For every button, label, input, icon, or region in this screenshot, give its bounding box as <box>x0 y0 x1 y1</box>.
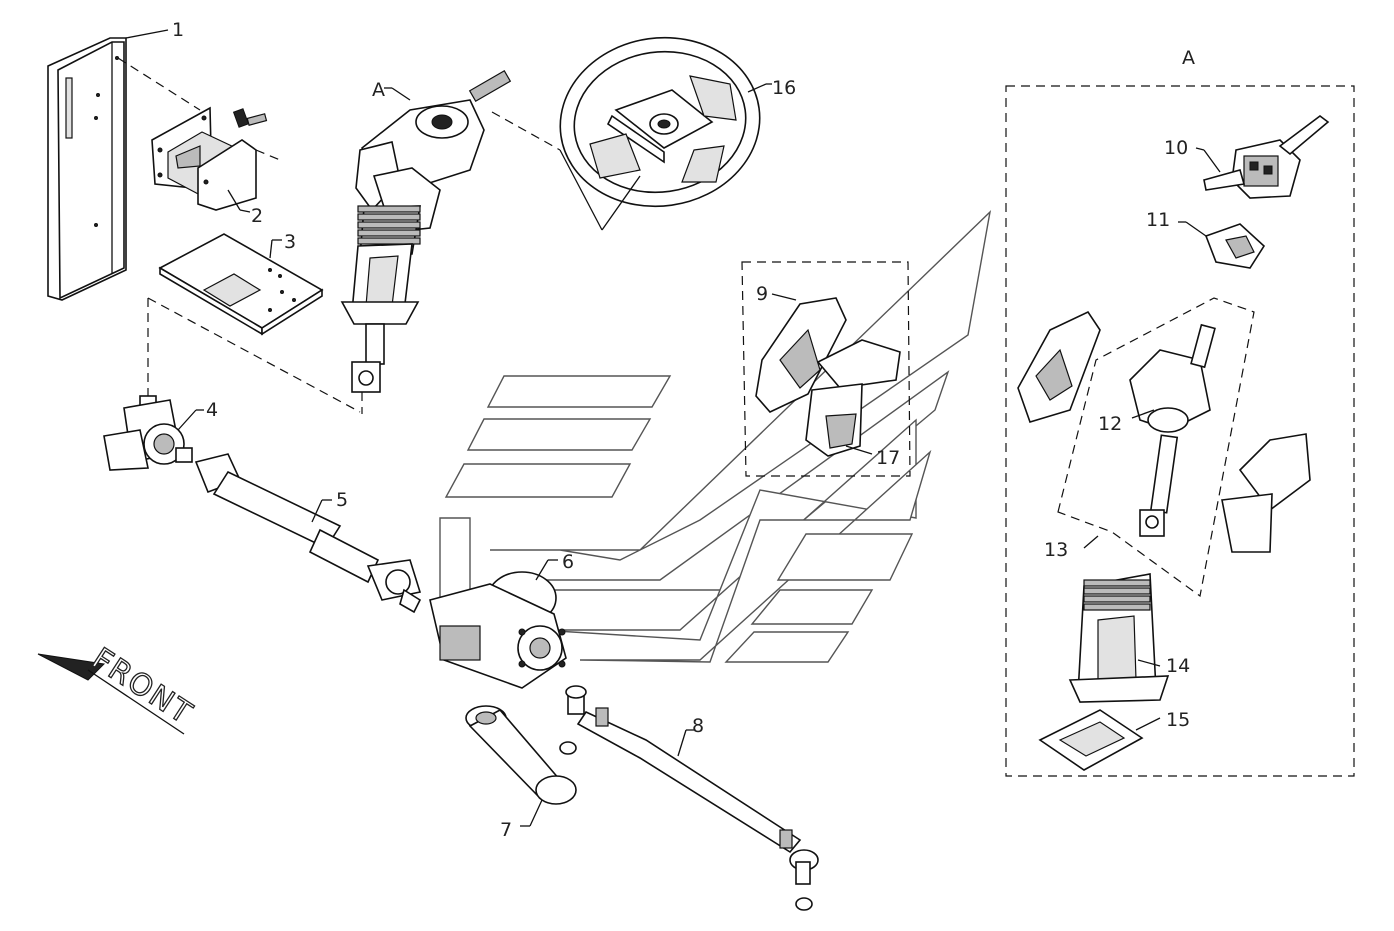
steering-column-a <box>340 69 561 414</box>
label-17: 17 <box>876 447 900 469</box>
label-2: 2 <box>251 205 263 227</box>
part-7-pitman-arm <box>465 705 577 827</box>
detail-a-lower-shroud <box>1221 433 1311 553</box>
label-12: 12 <box>1098 413 1122 435</box>
label-8: 8 <box>692 715 704 737</box>
part-15-gasket <box>1038 709 1161 771</box>
label-10: 10 <box>1164 137 1188 159</box>
label-6: 6 <box>562 551 574 573</box>
label-7: 7 <box>500 819 512 841</box>
part-8-drag-link <box>559 685 819 911</box>
part-12-13-column-assembly <box>1057 297 1255 598</box>
front-label: FRONT <box>86 641 199 732</box>
part-14-boot <box>1068 573 1170 703</box>
front-arrow <box>37 653 185 735</box>
part-6-gear-box <box>429 559 567 689</box>
part-11-switch-bracket <box>1178 221 1266 269</box>
label-15: 15 <box>1166 709 1190 731</box>
part-1-panel <box>47 29 201 301</box>
label-1: 1 <box>172 19 184 41</box>
detail-a-frame <box>1005 85 1355 777</box>
label-14: 14 <box>1166 655 1190 677</box>
part-16-steering-wheel <box>559 36 772 231</box>
label-5: 5 <box>336 489 348 511</box>
label-detail-ref-a: A <box>372 79 385 101</box>
part-10-combination-switch <box>1195 115 1330 199</box>
watermark-logo <box>439 209 992 663</box>
part-4-gear-block <box>103 395 204 471</box>
label-4: 4 <box>206 399 218 421</box>
detail-a-upper-shroud <box>1017 310 1101 423</box>
detail-box-9-17 <box>741 261 911 477</box>
label-11: 11 <box>1146 209 1170 231</box>
label-9: 9 <box>756 283 768 305</box>
label-3: 3 <box>284 231 296 253</box>
label-13: 13 <box>1044 539 1068 561</box>
part-5-shaft <box>194 453 422 614</box>
part-2-bracket <box>151 106 281 213</box>
label-detail-title-a: A <box>1182 47 1195 69</box>
label-16: 16 <box>772 77 796 99</box>
part-3-plate <box>147 233 361 413</box>
